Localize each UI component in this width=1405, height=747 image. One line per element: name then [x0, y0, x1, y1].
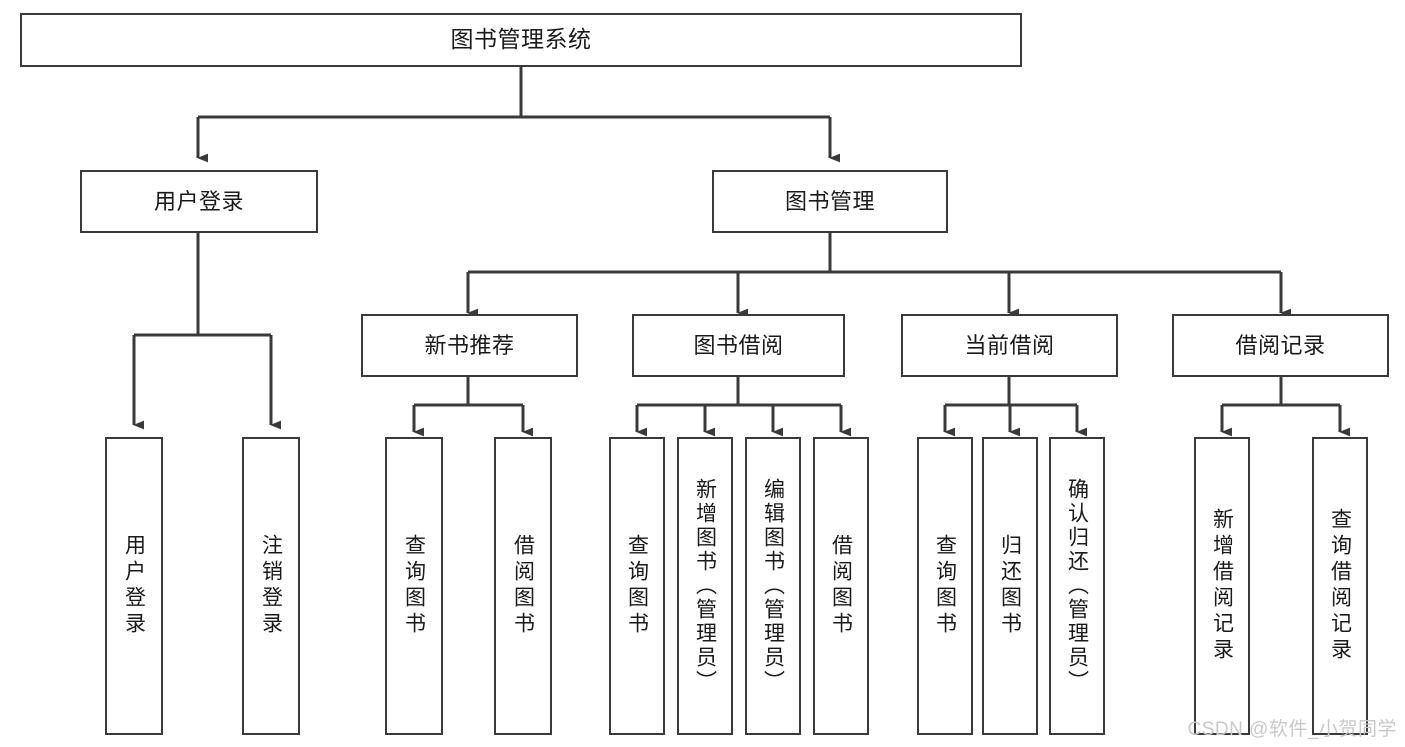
node-label: 图书管理系统 [450, 26, 592, 53]
node-leaf-confirm-return-admin[interactable]: 确认归还（管理员） [1049, 437, 1105, 735]
node-leaf-query-book-recommend[interactable]: 查询图书 [385, 437, 443, 735]
node-leaf-query-book-current[interactable]: 查询图书 [917, 437, 973, 735]
node-leaf-query-book-borrow[interactable]: 查询图书 [609, 437, 665, 735]
node-label: 借阅图书 [511, 534, 535, 638]
node-book-management[interactable]: 图书管理 [712, 170, 948, 233]
node-label: 图书管理 [784, 188, 875, 214]
node-borrow-record[interactable]: 借阅记录 [1172, 314, 1389, 377]
node-root-book-management-system[interactable]: 图书管理系统 [20, 13, 1022, 67]
node-label: 新增图书（管理员） [693, 478, 717, 694]
node-label: 图书借阅 [693, 332, 784, 358]
node-label: 编辑图书（管理员） [761, 478, 785, 694]
node-label: 注销登录 [259, 534, 283, 638]
node-leaf-query-borrow-record[interactable]: 查询借阅记录 [1312, 437, 1368, 735]
csdn-watermark: CSDN @软件_小贺同学 [1187, 719, 1397, 740]
node-leaf-add-book-admin[interactable]: 新增图书（管理员） [677, 437, 733, 735]
node-label: 借阅图书 [829, 534, 853, 638]
node-leaf-borrow-book[interactable]: 借阅图书 [813, 437, 869, 735]
node-leaf-borrow-book-recommend[interactable]: 借阅图书 [494, 437, 552, 735]
node-label: 新增借阅记录 [1210, 508, 1234, 664]
node-label: 用户登录 [153, 188, 244, 214]
node-leaf-add-borrow-record[interactable]: 新增借阅记录 [1194, 437, 1250, 735]
node-leaf-edit-book-admin[interactable]: 编辑图书（管理员） [745, 437, 801, 735]
node-label: 归还图书 [998, 534, 1022, 638]
node-book-borrow[interactable]: 图书借阅 [632, 314, 845, 377]
node-label: 确认归还（管理员） [1065, 478, 1089, 694]
node-leaf-return-book[interactable]: 归还图书 [982, 437, 1038, 735]
node-label: 借阅记录 [1235, 332, 1326, 358]
node-new-book-recommend[interactable]: 新书推荐 [361, 314, 578, 377]
node-leaf-logout[interactable]: 注销登录 [242, 437, 300, 735]
node-leaf-user-login[interactable]: 用户登录 [105, 437, 163, 735]
node-current-borrow[interactable]: 当前借阅 [901, 314, 1118, 377]
node-label: 查询图书 [933, 534, 957, 638]
node-label: 查询图书 [402, 534, 426, 638]
node-label: 查询借阅记录 [1328, 508, 1352, 664]
node-label: 当前借阅 [964, 332, 1055, 358]
node-label: 查询图书 [625, 534, 649, 638]
node-label: 新书推荐 [424, 332, 515, 358]
node-label: 用户登录 [122, 534, 146, 638]
node-user-login[interactable]: 用户登录 [80, 170, 318, 233]
